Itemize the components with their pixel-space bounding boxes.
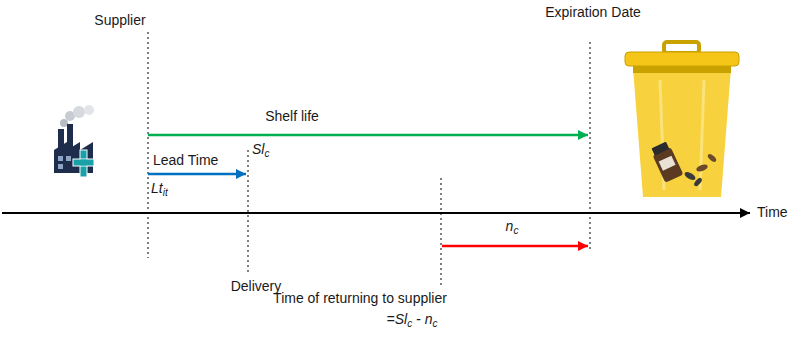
pill — [693, 177, 703, 188]
text-run: Lt — [151, 180, 163, 196]
pill — [695, 163, 708, 173]
bottle-label — [659, 156, 676, 171]
text-run: - n — [412, 311, 432, 327]
lead-time-label: Lead Time — [153, 152, 218, 169]
medical-cross — [80, 150, 87, 177]
subscript: it — [163, 187, 168, 198]
subscript: c — [407, 318, 412, 329]
medical-cross — [81, 160, 87, 166]
text-run: n — [506, 218, 514, 234]
return-guide — [441, 178, 442, 285]
supplier-guide — [148, 32, 149, 258]
return-time-label: Time of returning to supplier — [273, 290, 447, 307]
trash-rim — [633, 66, 731, 73]
pill — [683, 170, 696, 181]
pill — [707, 153, 718, 163]
factory-window — [58, 156, 63, 161]
smoke-puff — [73, 106, 85, 118]
shelf-life-arrow — [148, 134, 588, 137]
supplier-label: Supplier — [94, 12, 145, 29]
subscript: c — [513, 225, 518, 236]
trash-lid — [625, 52, 739, 66]
text-run: Shelf life — [265, 108, 319, 124]
bottle-cap — [651, 142, 669, 156]
return-window-symbol: nc — [506, 218, 519, 236]
text-run: Expiration Date — [545, 4, 641, 20]
trash-handle — [664, 42, 699, 53]
expiry-guide — [590, 42, 591, 252]
subscript: c — [432, 318, 437, 329]
smoke-puff — [60, 119, 68, 127]
factory-icon — [54, 105, 94, 177]
trash-can-icon — [625, 42, 739, 197]
lead-time-arrow — [148, 173, 246, 176]
factory-window — [66, 156, 71, 161]
medicine-bottle — [650, 141, 684, 183]
text-run: Time — [757, 204, 788, 220]
expiration-label: Expiration Date — [545, 4, 641, 21]
shelf-life-label: Shelf life — [265, 108, 319, 125]
text-run: Lead Time — [153, 152, 218, 168]
text-run: =Sl — [387, 311, 408, 327]
axis-label: Time — [757, 204, 788, 221]
text-run: Time of returning to supplier — [273, 290, 447, 306]
trash-body — [633, 68, 731, 197]
shelf-life-symbol: Slc — [252, 141, 269, 159]
subscript: c — [264, 148, 269, 159]
medical-cross — [73, 159, 94, 166]
return-window-arrow — [442, 245, 588, 248]
delivery-guide — [248, 150, 249, 272]
text-run: Supplier — [94, 12, 145, 28]
text-run: Sl — [252, 141, 264, 157]
smoke-puff — [84, 105, 94, 115]
lead-time-symbol: Ltit — [151, 180, 168, 198]
return-time-formula: =Slc - nc — [387, 311, 438, 329]
time-axis — [2, 212, 750, 214]
trash-ridge — [700, 80, 704, 190]
factory-window — [58, 164, 63, 169]
